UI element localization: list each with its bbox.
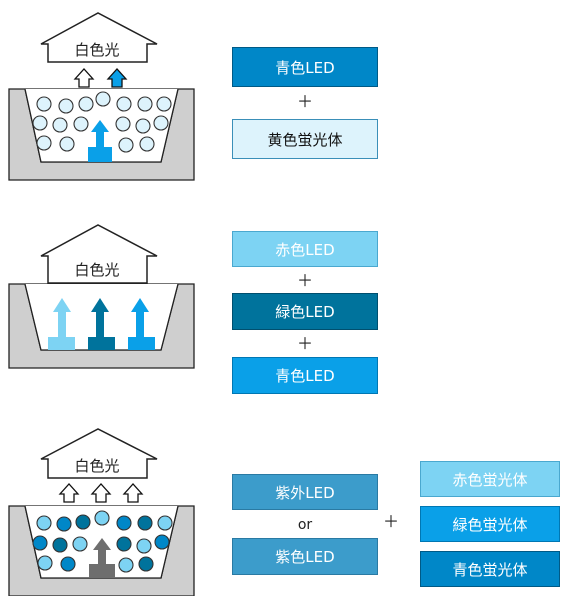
red-led-arrow [53,298,71,338]
chip-arrow-3 [93,538,111,568]
panel2-diagram: 白色光 [8,224,195,369]
emission-arrow-outline-3b [90,483,112,503]
white-light-arrow-2 [40,224,158,284]
or-label: or [297,517,313,533]
plus-sign-2: ＋ [296,271,314,290]
plus-sign-3: ＋ [296,334,314,353]
plus-sign-4: ＋ [382,512,400,531]
led-chip-red [48,337,75,350]
white-light-arrow-3 [40,428,158,479]
phosphor-particles-3 [32,510,173,573]
led-chip-blue-1 [88,147,112,162]
blue-led-box-1: 青色LED [232,47,378,87]
blue-led-arrow [131,298,149,338]
white-light-label-3: 白色光 [74,457,119,475]
emission-arrow-outline-1 [73,68,95,88]
green-phosphor-box: 緑色蛍光体 [420,506,560,542]
uv-led-box: 紫外LED [232,474,378,510]
led-chip-uv [89,564,115,578]
blue-phosphor-box: 青色蛍光体 [420,551,560,587]
led-chip-green [88,337,115,350]
panel3-diagram: 白色光 [8,428,195,596]
plus-sign-1: ＋ [296,92,314,111]
chip-arrow-1 [91,120,109,150]
white-light-label-2: 白色光 [74,261,119,279]
violet-led-box: 紫色LED [232,538,378,575]
green-led-box: 緑色LED [232,293,378,330]
led-chip-blue-2 [128,337,155,350]
red-led-box: 赤色LED [232,231,378,267]
blue-led-box-2: 青色LED [232,357,378,394]
green-led-arrow [91,298,109,338]
white-light-label-1: 白色光 [74,41,119,59]
panel1-diagram: 白色光 [8,12,195,181]
emission-arrow-outline-3a [58,483,80,503]
yellow-phosphor-box: 黄色蛍光体 [232,119,378,159]
phosphor-particles-1 [32,91,172,153]
red-phosphor-box: 赤色蛍光体 [420,461,560,497]
emission-arrow-outline-3c [122,483,144,503]
white-light-arrow-1 [40,12,158,63]
emission-arrow-blue-1 [106,68,128,88]
